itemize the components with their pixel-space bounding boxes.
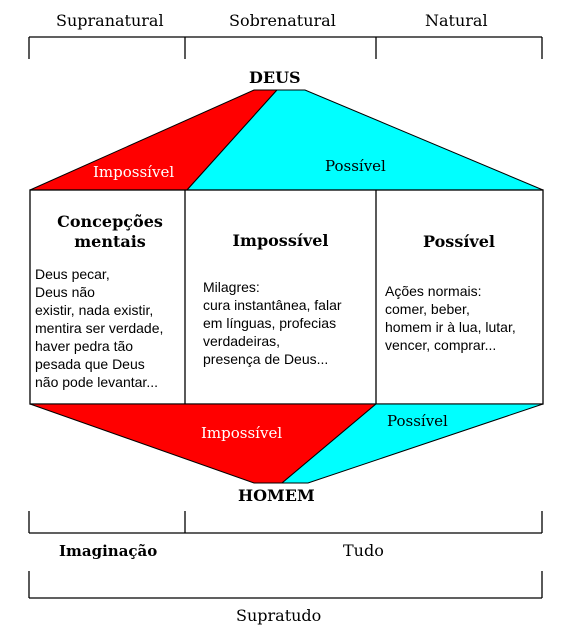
column-body-concepcoes: Deus pecar, Deus não existir, nada exist… (35, 265, 185, 391)
label-sobrenatural: Sobrenatural (229, 11, 336, 30)
label-homem: HOMEM (238, 486, 315, 505)
body-line: verdadeiras, (203, 333, 281, 349)
upper-possible-label: Possível (325, 157, 386, 175)
body-line: existir, nada existir, (35, 302, 154, 318)
middle-table (29, 189, 544, 405)
label-deus: DEUS (249, 68, 301, 87)
body-line: vencer, comprar... (385, 337, 497, 353)
footer-bracket (28, 571, 543, 599)
label-supranatural: Supranatural (56, 11, 164, 30)
column-heading-impossivel: Impossível (232, 231, 329, 250)
column-body-possivel: Ações normais: comer, beber, homem ir à … (385, 282, 540, 354)
body-line: presença de Deus... (203, 351, 329, 367)
upper-impossible-label: Impossível (93, 163, 175, 181)
lower-possible-region (280, 403, 544, 484)
lower-impossible-label: Impossível (201, 424, 283, 442)
body-line: mentira ser verdade, (35, 320, 164, 336)
column-body-impossivel: Milagres: cura instantânea, falar em lín… (203, 278, 373, 368)
label-tudo: Tudo (343, 541, 384, 560)
body-line: cura instantânea, falar (203, 297, 342, 313)
bottom-bracket (28, 511, 543, 534)
lower-possible-label: Possível (387, 412, 448, 430)
body-line: pesada que Deus (35, 356, 145, 372)
column-heading-possivel: Possível (423, 232, 495, 251)
label-natural: Natural (425, 11, 488, 30)
body-line: não pode levantar... (35, 374, 158, 390)
top-bracket (28, 36, 543, 59)
body-line: comer, beber, (385, 301, 470, 317)
body-line: Deus pecar, (35, 266, 110, 282)
body-line: Ações normais: (385, 283, 482, 299)
body-line: em línguas, profecias (203, 315, 337, 331)
body-line: Deus não (35, 284, 95, 300)
body-line: homem ir à lua, lutar, (385, 319, 516, 335)
label-supratudo: Supratudo (236, 606, 322, 625)
body-line: haver pedra tão (35, 338, 134, 354)
label-imaginacao: Imaginação (59, 542, 158, 560)
body-line: Milagres: (203, 279, 260, 295)
